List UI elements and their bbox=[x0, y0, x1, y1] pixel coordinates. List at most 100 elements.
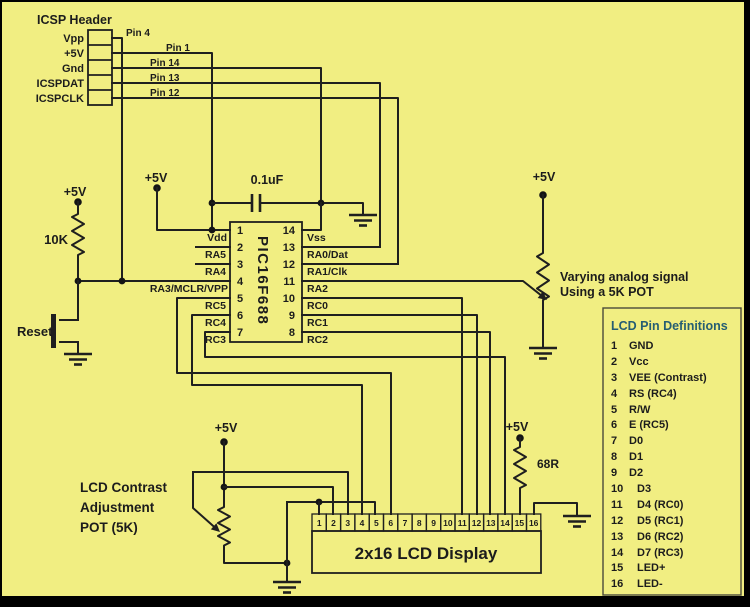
backlight-circuit: +5V 68R bbox=[506, 420, 593, 528]
lcd-pin-num: 1 bbox=[317, 518, 322, 528]
lcd-ground-rail bbox=[286, 498, 376, 515]
definitions-title: LCD Pin Definitions bbox=[611, 319, 728, 333]
wire-rc5 bbox=[176, 297, 392, 515]
def-num: 8 bbox=[611, 451, 617, 463]
chip-pin-num: 8 bbox=[289, 327, 295, 339]
wire-icsp-5v bbox=[111, 52, 213, 231]
def-num: 2 bbox=[611, 356, 617, 368]
pin-label-ra2: RA2 bbox=[307, 283, 328, 295]
backlight-5v-label: +5V bbox=[506, 420, 529, 434]
lcd-title: 2x16 LCD Display bbox=[355, 544, 498, 563]
def-num: 13 bbox=[611, 531, 623, 543]
chip-pin-num: 5 bbox=[237, 293, 243, 305]
chip-pin-num: 10 bbox=[283, 293, 295, 305]
def-num: 11 bbox=[611, 499, 623, 511]
icsp-pin14-label: Pin 14 bbox=[150, 58, 180, 69]
wire-cap-right bbox=[259, 202, 364, 214]
pin-label-ra5: RA5 bbox=[205, 249, 226, 261]
pot-5v-label: +5V bbox=[533, 170, 556, 184]
wiper-arrowhead bbox=[210, 523, 220, 532]
chip-pin-num: 4 bbox=[237, 276, 244, 288]
pin-label-ra4: RA4 bbox=[205, 266, 226, 278]
contrast-pot: +5V LCD Contrast Adjustment POT (5K) bbox=[80, 421, 349, 594]
pin-label-rc0: RC0 bbox=[307, 300, 328, 312]
icsp-signal-gnd: Gnd bbox=[62, 63, 84, 75]
pin-label-rc5: RC5 bbox=[205, 300, 226, 312]
contrast-label-line3: POT (5K) bbox=[80, 520, 138, 535]
vdd-5v-label: +5V bbox=[145, 171, 168, 185]
icsp-signal-vpp: Vpp bbox=[63, 33, 84, 45]
chip-pin-num: 12 bbox=[283, 259, 295, 271]
lcd-pin-num: 8 bbox=[417, 518, 422, 528]
icsp-signal-clk: ICSPCLK bbox=[36, 93, 84, 105]
lcd-pin-definitions: LCD Pin Definitions 1 GND 2 Vcc 3 VEE (C… bbox=[602, 307, 742, 596]
wire-icsp-dat bbox=[111, 82, 381, 248]
icsp-signal-5v: +5V bbox=[64, 48, 85, 60]
chip-pin-num: 1 bbox=[237, 225, 243, 237]
analog-note-line1: Varying analog signal bbox=[560, 270, 689, 284]
switch-plunger bbox=[51, 314, 56, 348]
wire-icsp-vpp bbox=[111, 37, 123, 282]
wire-contrast-bottom bbox=[223, 546, 288, 564]
wire-lcd-vcc bbox=[223, 486, 334, 515]
wire-icsp-clk bbox=[111, 97, 399, 265]
lcd-pin-num: 11 bbox=[458, 518, 467, 528]
chip-pin-num: 14 bbox=[283, 225, 296, 237]
def-name: D3 bbox=[637, 483, 651, 495]
chip-pin-num: 9 bbox=[289, 310, 295, 322]
def-name: LED- bbox=[637, 578, 663, 590]
contrast-5v-label: +5V bbox=[215, 421, 238, 435]
pin-label-rc2: RC2 bbox=[307, 334, 328, 346]
def-num: 3 bbox=[611, 372, 617, 384]
wire-led-minus bbox=[533, 502, 578, 515]
lcd-pin-num: 2 bbox=[331, 518, 336, 528]
wire-ra2-wiper bbox=[301, 280, 542, 297]
wire-contrast-wiper bbox=[192, 471, 216, 528]
def-num: 10 bbox=[611, 483, 623, 495]
junction-vdd-icsp bbox=[208, 226, 216, 234]
lcd-pin-num: 3 bbox=[345, 518, 350, 528]
lcd-pin-num: 13 bbox=[486, 518, 496, 528]
contrast-label-line2: Adjustment bbox=[80, 500, 155, 515]
def-num: 12 bbox=[611, 515, 623, 527]
wire-rc0 bbox=[301, 297, 463, 515]
wire-rc4 bbox=[191, 314, 363, 515]
chip-pin-num: 3 bbox=[237, 259, 243, 271]
junction-mclr-vpp bbox=[118, 277, 126, 285]
chip-name: PIC16F688 bbox=[254, 236, 271, 325]
def-name: R/W bbox=[629, 404, 651, 416]
pin-label-mclr: RA3/MCLR/VPP bbox=[150, 283, 228, 295]
wire-vss-drop bbox=[301, 202, 322, 231]
def-name: D2 bbox=[629, 467, 643, 479]
lcd-pin-box bbox=[525, 513, 542, 532]
chip-pin-num: 2 bbox=[237, 242, 243, 254]
def-name: D7 (RC3) bbox=[637, 547, 684, 559]
chip-pin-num: 7 bbox=[237, 327, 243, 339]
icsp-title: ICSP Header bbox=[37, 13, 112, 27]
icsp-header: ICSP Header Vpp +5V Gnd ICSPDAT ICSPCLK … bbox=[36, 13, 399, 282]
icsp-pin12-label: Pin 12 bbox=[150, 88, 180, 99]
def-name: VEE (Contrast) bbox=[629, 372, 707, 384]
pin-label-rc1: RC1 bbox=[307, 317, 328, 329]
def-name: D6 (RC2) bbox=[637, 531, 684, 543]
lcd-pin-num: 16 bbox=[529, 518, 539, 528]
resistor-10k-label: 10K bbox=[44, 232, 68, 247]
cap-label: 0.1uF bbox=[251, 173, 284, 187]
lcd-pin-num: 4 bbox=[360, 518, 365, 528]
reset-circuit: +5V 10K Reset bbox=[17, 185, 231, 366]
wire-rc3 bbox=[204, 331, 506, 515]
resistor-10k bbox=[71, 211, 85, 259]
lcd-pin-num: 12 bbox=[472, 518, 482, 528]
def-num: 4 bbox=[611, 388, 618, 400]
vdd-supply: +5V 0.1uF bbox=[145, 171, 379, 234]
def-name: D5 (RC1) bbox=[637, 515, 684, 527]
lcd-pin-num: 7 bbox=[403, 518, 408, 528]
wire-rc1 bbox=[301, 314, 478, 515]
lcd-pin-num: 9 bbox=[431, 518, 436, 528]
wiper-arrowhead bbox=[537, 291, 547, 300]
wire-lcd-vee bbox=[192, 471, 349, 515]
def-num: 6 bbox=[611, 419, 617, 431]
icsp-pin13-label: Pin 13 bbox=[150, 73, 180, 84]
lcd-pin-num: 10 bbox=[443, 518, 453, 528]
